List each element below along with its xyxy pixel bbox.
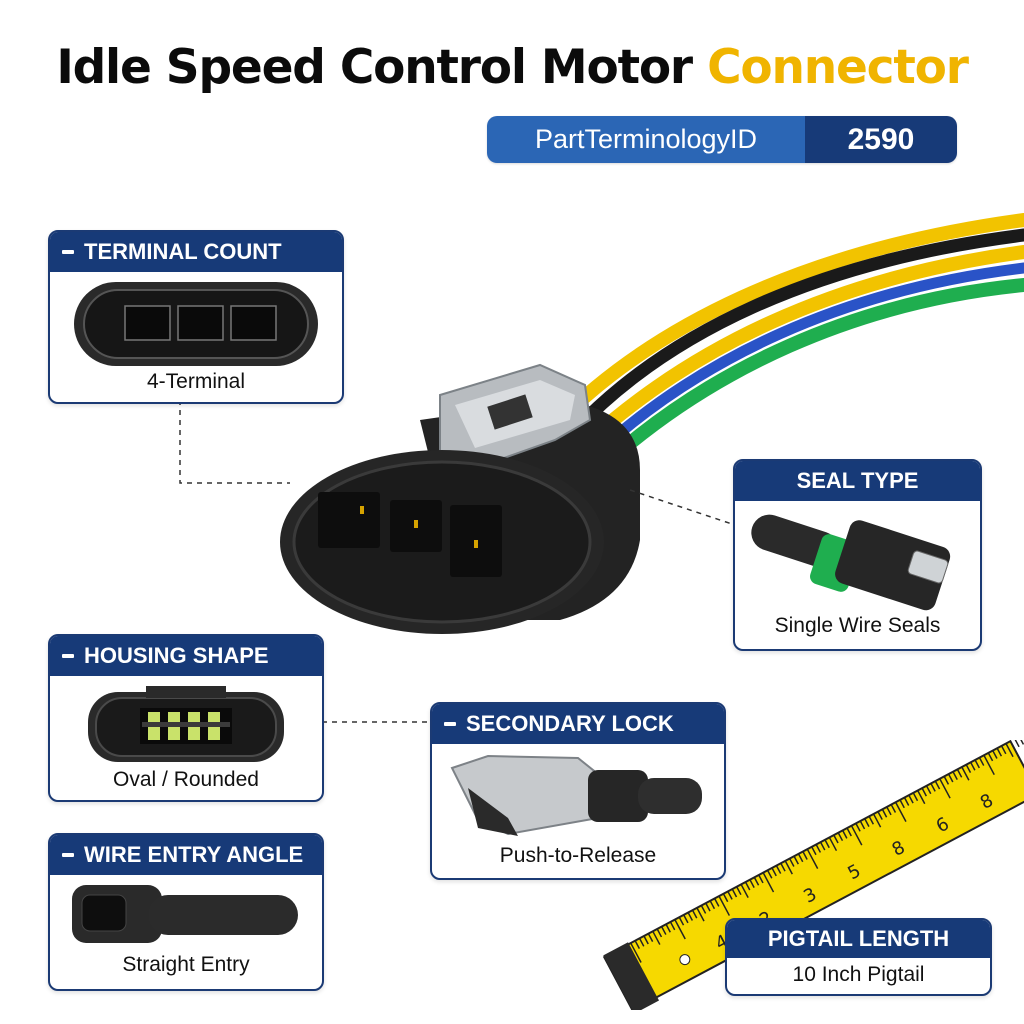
pigtail-length-header: PIGTAIL LENGTH	[727, 920, 990, 958]
page-title: Idle Speed Control Motor Connector	[0, 40, 1024, 95]
seal-type-header: SEAL TYPE	[735, 461, 980, 501]
pigtail-length-caption: 10 Inch Pigtail	[792, 963, 925, 986]
seal-type-card: SEAL TYPE Single Wire Seals	[733, 459, 982, 651]
terminal-count-title: TERMINAL COUNT	[84, 239, 282, 264]
secondary-lock-title: SECONDARY LOCK	[466, 711, 674, 736]
secondary-lock-header: SECONDARY LOCK	[432, 704, 724, 744]
secondary-lock-caption: Push-to-Release	[499, 844, 657, 867]
housing-shape-card: HOUSING SHAPE Oval / Rounded	[48, 634, 324, 802]
terminal-slots	[318, 492, 502, 577]
part-terminology-id-badge: PartTerminologyID 2590	[487, 116, 957, 163]
part-terminology-id-value: 2590	[805, 116, 957, 163]
housing-shape-title: HOUSING SHAPE	[84, 643, 269, 668]
housing-shape-header: HOUSING SHAPE	[50, 636, 322, 676]
part-terminology-id-label: PartTerminologyID	[487, 116, 805, 163]
seal-type-title: SEAL TYPE	[796, 468, 919, 493]
wire-entry-angle-caption: Straight Entry	[122, 953, 250, 976]
pigtail-length-card: PIGTAIL LENGTH 10 Inch Pigtail	[725, 918, 992, 996]
wire-bundle	[553, 213, 1024, 467]
wire-entry-angle-title: WIRE ENTRY ANGLE	[84, 842, 304, 867]
title-accent: Connector	[707, 40, 969, 95]
terminal-count-caption: 4-Terminal	[146, 370, 246, 393]
secondary-lock-icon	[450, 754, 702, 836]
secondary-lock-card: SECONDARY LOCK Push-to-Release	[430, 702, 726, 880]
terminal-count-card: TERMINAL COUNT 4-Terminal	[48, 230, 344, 404]
wire-entry-angle-icon	[72, 885, 298, 943]
seal-type-icon	[751, 514, 951, 611]
housing-shape-caption: Oval / Rounded	[113, 768, 259, 791]
terminal-count-icon	[74, 282, 318, 366]
title-main: Idle Speed Control Motor	[56, 40, 693, 95]
wire-entry-angle-card: WIRE ENTRY ANGLE Straight Entry	[48, 833, 324, 991]
housing-shape-icon	[88, 686, 284, 762]
wire-entry-angle-header: WIRE ENTRY ANGLE	[50, 835, 322, 875]
terminal-count-header: TERMINAL COUNT	[50, 232, 342, 272]
seal-type-caption: Single Wire Seals	[774, 614, 941, 637]
lock-clip-icon	[439, 363, 592, 472]
pigtail-length-title: PIGTAIL LENGTH	[767, 926, 950, 951]
